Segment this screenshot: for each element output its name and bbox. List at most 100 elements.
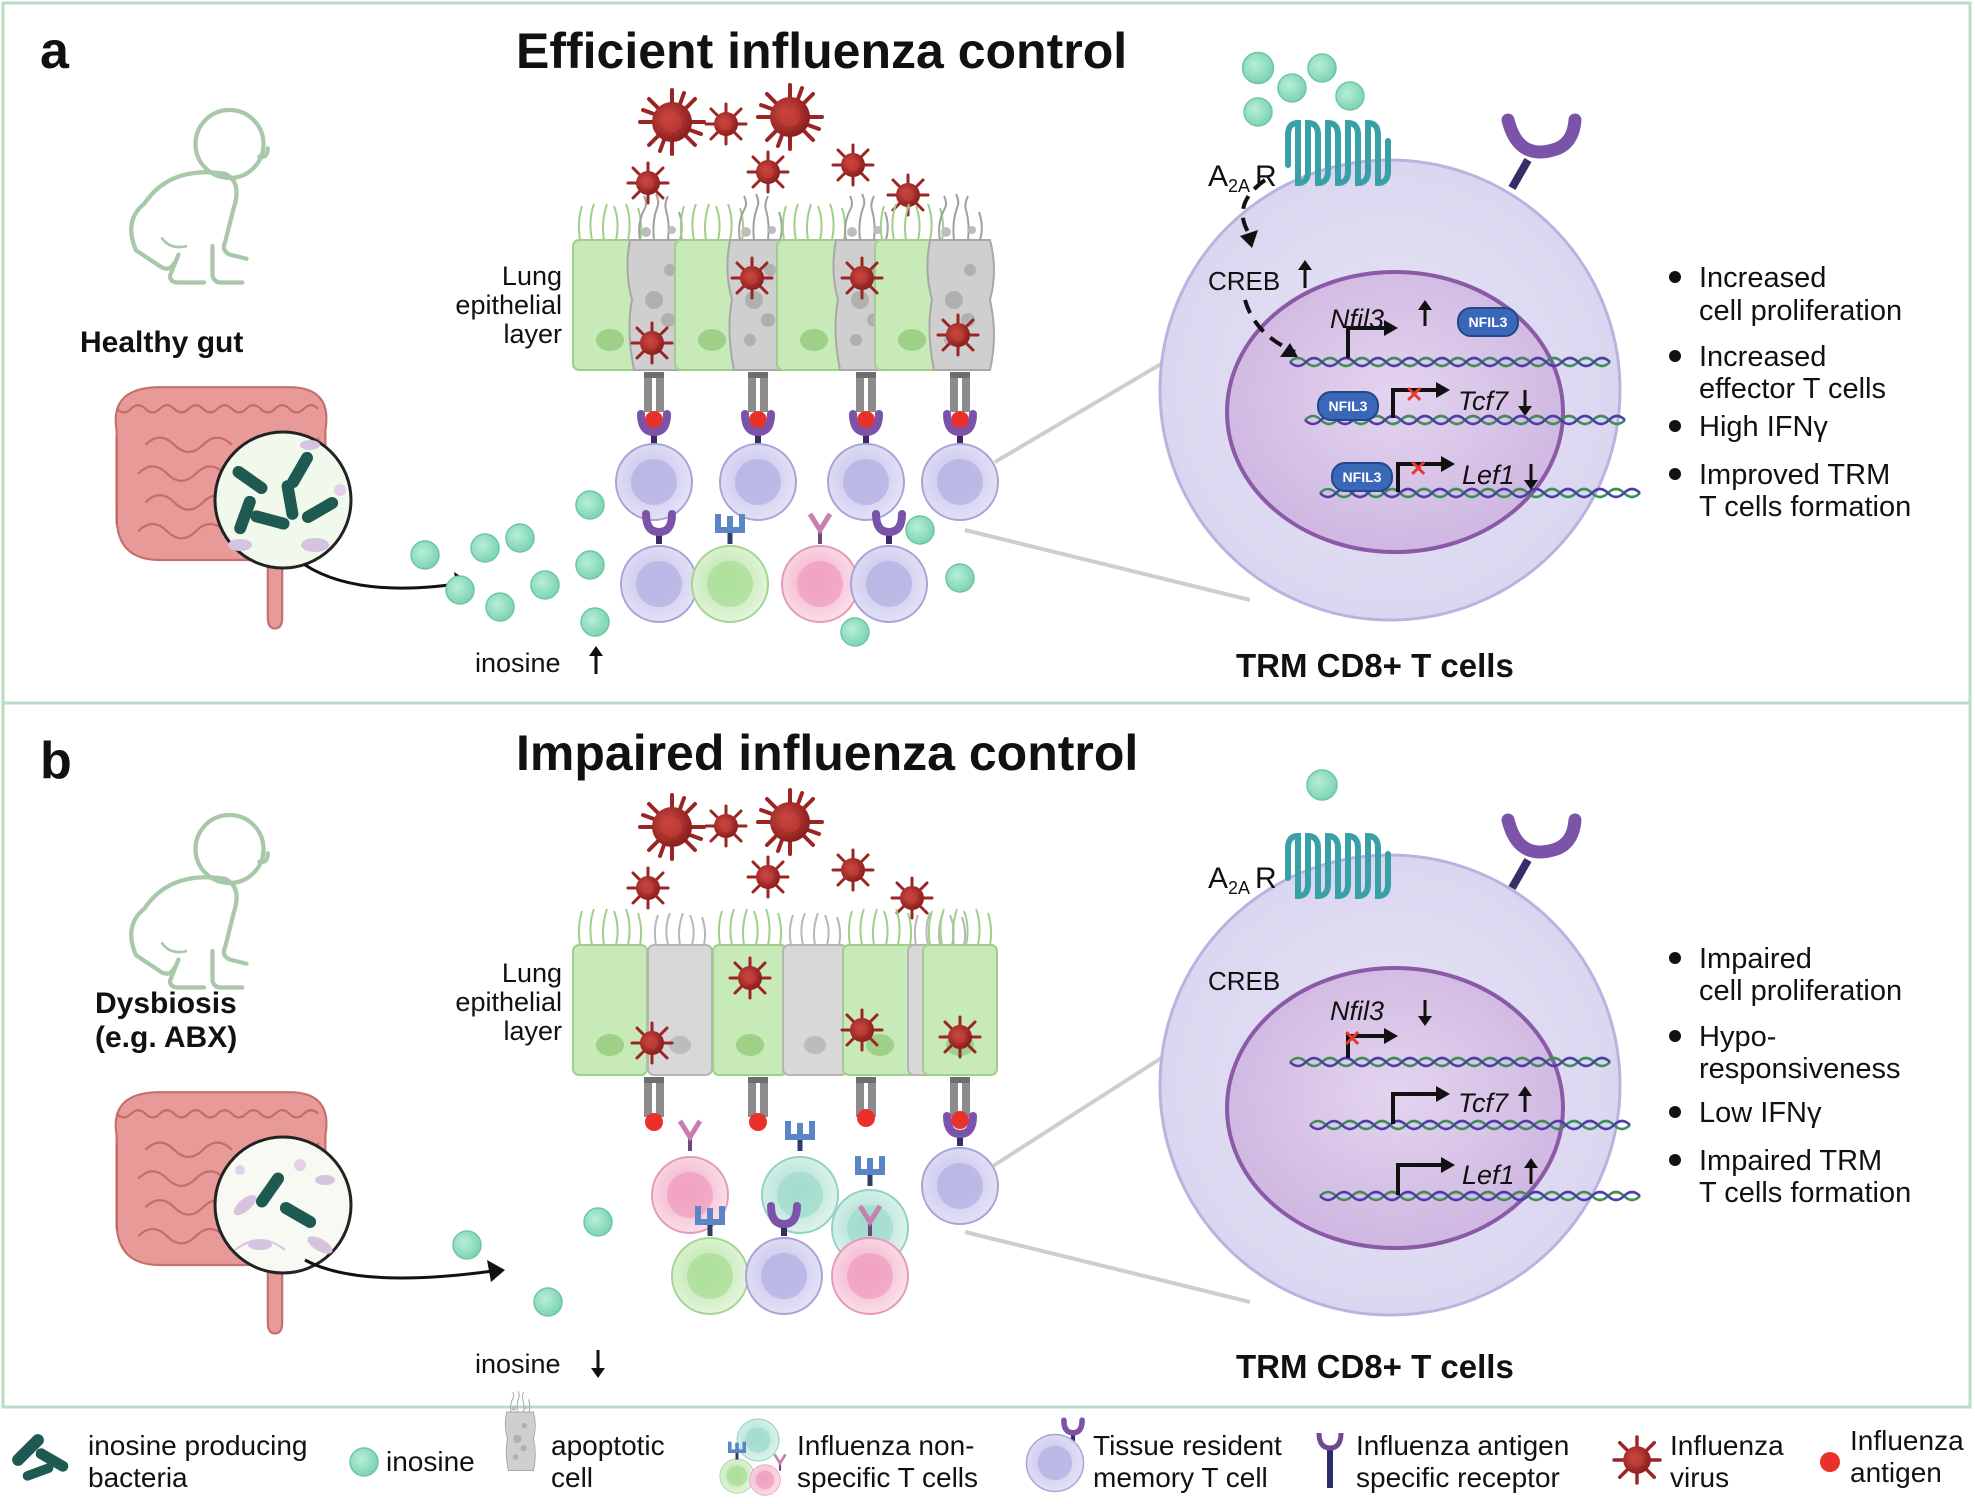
virus-icon xyxy=(630,321,674,365)
svg-text:NFIL3: NFIL3 xyxy=(1469,314,1508,330)
gut-to-lung-arrow xyxy=(304,1258,501,1280)
epithelial-cell xyxy=(572,908,648,1076)
bullet-2-line2: effector T cells xyxy=(1699,373,1886,405)
nonspecific-t-cells-icon xyxy=(736,1418,780,1462)
virus-icon xyxy=(746,855,790,899)
gene-lef1: Lef1 xyxy=(1462,460,1515,490)
legend-label: antigen xyxy=(1850,1457,1942,1488)
baby-icon xyxy=(131,110,268,283)
legend-label: apoptotic xyxy=(551,1430,665,1461)
legend-label: bacteria xyxy=(88,1462,188,1493)
bacteria-icon xyxy=(21,1462,55,1482)
antigen-icon xyxy=(951,411,969,429)
inosine-icon xyxy=(410,540,440,570)
inosine-icon xyxy=(1277,73,1307,103)
bullet-4-line2: T cells formation xyxy=(1699,491,1911,523)
antigen-icon xyxy=(645,411,663,429)
receptor-suffix: R xyxy=(1255,160,1277,193)
virus-icon xyxy=(704,804,748,848)
virus-icon xyxy=(936,313,980,357)
gene-tcf7: Tcf7 xyxy=(1458,386,1509,416)
virus-icon xyxy=(1612,1435,1662,1485)
trm-cell-icon xyxy=(850,545,928,623)
bullet-1-line2: cell proliferation xyxy=(1699,295,1902,327)
legend-item-virus: Influenza virus xyxy=(1612,1430,1784,1493)
zoom-line xyxy=(964,1230,1251,1304)
legend-label: memory T cell xyxy=(1093,1462,1268,1493)
antigen-icon xyxy=(1820,1452,1840,1472)
inosine-icon xyxy=(470,533,500,563)
legend-label: Influenza antigen xyxy=(1356,1430,1569,1461)
gene-nfil3: Nfil3 xyxy=(1330,996,1384,1026)
a2ar-receptor xyxy=(1285,832,1391,900)
legend-item-antigen: Influenza antigen xyxy=(1820,1425,1964,1488)
antigen-icon xyxy=(857,1109,875,1127)
legend-item-receptor: Influenza antigen specific receptor xyxy=(1316,1430,1569,1493)
trm-cell-icon xyxy=(620,545,698,623)
legend-item-bacteria: inosine producing bacteria xyxy=(9,1430,308,1493)
antigen-presentation xyxy=(644,1077,970,1131)
epithelial-cell xyxy=(842,908,918,1076)
inosine-icon xyxy=(485,592,515,622)
t-cells xyxy=(651,1116,999,1315)
legend-label: Influenza xyxy=(1850,1425,1964,1456)
block-mark: ✕ xyxy=(1409,456,1427,481)
nonspecific-t-cell xyxy=(831,1237,909,1315)
legend-label: Tissue resident xyxy=(1093,1430,1282,1461)
gene-nfil3-up-arrow xyxy=(1418,300,1432,326)
inosine-down-arrow xyxy=(591,1350,605,1378)
panel-a: a Efficient influenza control Healthy gu… xyxy=(1,1,1972,705)
bullet-1-line1: Increased xyxy=(1699,262,1826,294)
virus-icon xyxy=(938,1015,982,1059)
inosine-icon xyxy=(1241,51,1275,85)
virus-icon xyxy=(626,161,670,205)
lung-label-line1: Lung xyxy=(502,958,562,988)
a2ar-receptor xyxy=(1285,119,1391,187)
virus-icon xyxy=(730,256,774,300)
gene-nfil3-down-arrow xyxy=(1418,1000,1432,1026)
inosine-icon xyxy=(452,1230,482,1260)
creb-up-arrow xyxy=(1298,260,1312,288)
lung-epithelium xyxy=(572,908,998,1076)
inosine-icon xyxy=(945,563,975,593)
block-mark: ✕ xyxy=(1405,382,1423,407)
virus-icon xyxy=(756,83,824,151)
antigen-icon xyxy=(749,1113,767,1131)
virus-icon xyxy=(638,793,706,861)
bullet-4-line1: Impaired TRM xyxy=(1699,1145,1882,1177)
virus-icon xyxy=(704,102,748,146)
gene-lef1-down-arrow xyxy=(1524,464,1538,490)
antigen-icon xyxy=(951,1111,969,1129)
inosine-icon xyxy=(533,1287,563,1317)
inosine-label: inosine xyxy=(475,648,561,678)
virus-icon xyxy=(728,956,772,1000)
inosine-icon xyxy=(530,570,560,600)
virus-cluster xyxy=(626,788,934,920)
zoom-line xyxy=(964,528,1251,602)
lung-label-line3: layer xyxy=(503,1016,562,1046)
nonspecific-t-cell xyxy=(781,545,859,623)
apoptotic-cell-icon xyxy=(504,1390,536,1471)
receptor-icon xyxy=(1501,113,1582,190)
trm-cell-zoom: A 2A R CREB ✕ Nfil3 Tcf7 xyxy=(1158,813,1642,1317)
t-cells xyxy=(615,414,999,623)
virus-icon xyxy=(831,848,875,892)
trm-cell-icon xyxy=(745,1237,823,1315)
receptor-icon xyxy=(1501,813,1582,890)
virus-icon xyxy=(638,88,706,156)
trm-cell-icon xyxy=(719,443,797,521)
svg-text:NFIL3: NFIL3 xyxy=(1343,469,1382,485)
microbiome-magnifier xyxy=(213,430,353,570)
legend-label: virus xyxy=(1670,1462,1729,1493)
legend-label: Influenza xyxy=(1670,1430,1784,1461)
bullet-4-line2: T cells formation xyxy=(1699,1177,1911,1209)
legend-label: inosine xyxy=(386,1446,475,1477)
inosine-icon xyxy=(1335,81,1365,111)
legend-label: specific receptor xyxy=(1356,1462,1560,1493)
baby-icon xyxy=(131,815,268,988)
cell-label: TRM CD8+ T cells xyxy=(1236,647,1514,684)
nfil3-badge: NFIL3 xyxy=(1457,307,1519,337)
gene-lef1-up-arrow xyxy=(1524,1158,1538,1184)
legend-item-apoptotic: apoptotic cell xyxy=(504,1390,665,1493)
